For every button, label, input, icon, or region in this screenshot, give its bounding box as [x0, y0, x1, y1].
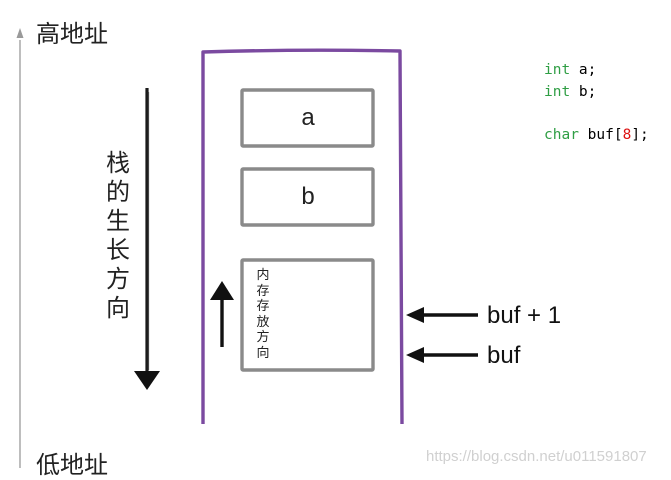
- watermark-url: https://blog.csdn.net/u011591807: [426, 448, 647, 465]
- stack-frame-outline: [201, 48, 404, 425]
- variable-a-box: [240, 88, 375, 148]
- memory-direction-label: 内存存放方向: [256, 267, 270, 360]
- code-text: a;: [570, 62, 597, 78]
- buf-label: buf: [487, 342, 521, 369]
- code-keyword: int: [544, 62, 571, 78]
- high-address-label: 高地址: [36, 21, 108, 48]
- code-line-char-buf: char buf[8];: [544, 127, 649, 143]
- buf-plus-one-arrowhead: [406, 307, 424, 323]
- buffer-box: [240, 258, 375, 372]
- low-address-label: 低地址: [36, 452, 108, 479]
- memory-direction-arrowhead: [210, 281, 234, 300]
- variable-b-box: [240, 167, 375, 227]
- code-text: b;: [570, 84, 597, 100]
- buf-arrowhead: [406, 347, 424, 363]
- stack-growth-arrowhead: [134, 371, 160, 390]
- code-keyword: int: [544, 84, 571, 100]
- code-text: buf[: [578, 127, 623, 143]
- code-text: ];: [631, 127, 649, 143]
- buf-plus-one-label: buf + 1: [487, 302, 562, 329]
- variable-a-label: a: [301, 104, 315, 131]
- code-line-int-b: int b;: [544, 84, 596, 100]
- address-axis-arrowhead: [16, 28, 24, 38]
- code-keyword: char: [544, 127, 579, 143]
- stack-growth-label: 栈的生长方向: [106, 150, 130, 322]
- variable-b-label: b: [301, 183, 315, 210]
- code-line-int-a: int a;: [544, 62, 596, 78]
- code-number: 8: [622, 127, 632, 143]
